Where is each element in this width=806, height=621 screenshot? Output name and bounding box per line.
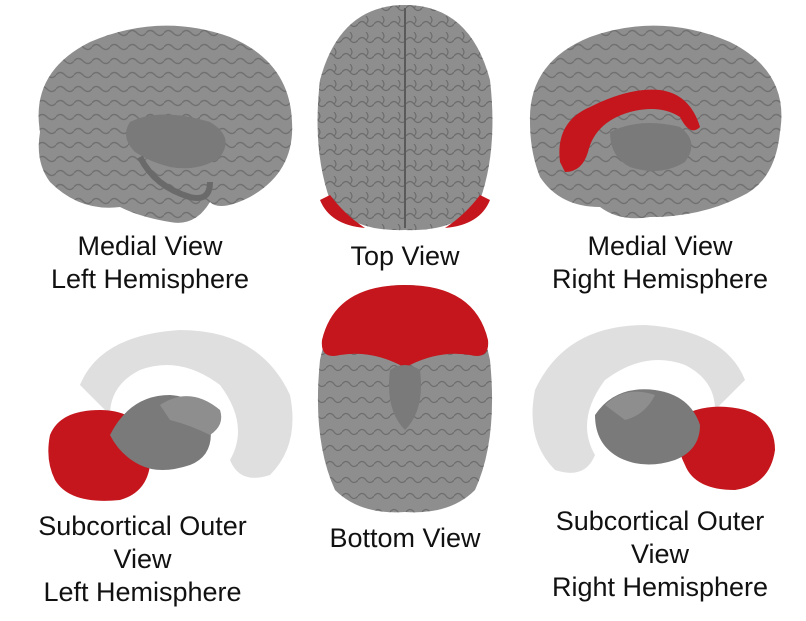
subcortical-right-icon [525, 320, 785, 505]
caption-line: Medial View [587, 231, 733, 261]
caption-line: Medial View [77, 231, 223, 261]
brain-top-icon [310, 0, 500, 232]
caption-line: Right Hemisphere [551, 264, 769, 294]
caption-line: View [113, 544, 172, 574]
caption-line: Right Hemisphere [551, 572, 769, 602]
brain-medial-left-icon [20, 12, 300, 237]
caption-line: Left Hemisphere [50, 264, 250, 294]
brain-bottom-icon [310, 280, 500, 515]
caption-line: View [630, 539, 690, 569]
brain-medial-right-icon [520, 12, 800, 237]
caption-line: Subcortical Outer [555, 506, 765, 536]
subcortical-left-icon [40, 325, 300, 510]
caption-line: Subcortical Outer [38, 511, 247, 541]
caption-line: Top View [350, 241, 460, 271]
caption-line: Bottom View [329, 523, 481, 553]
caption-line: Left Hemisphere [43, 577, 242, 607]
